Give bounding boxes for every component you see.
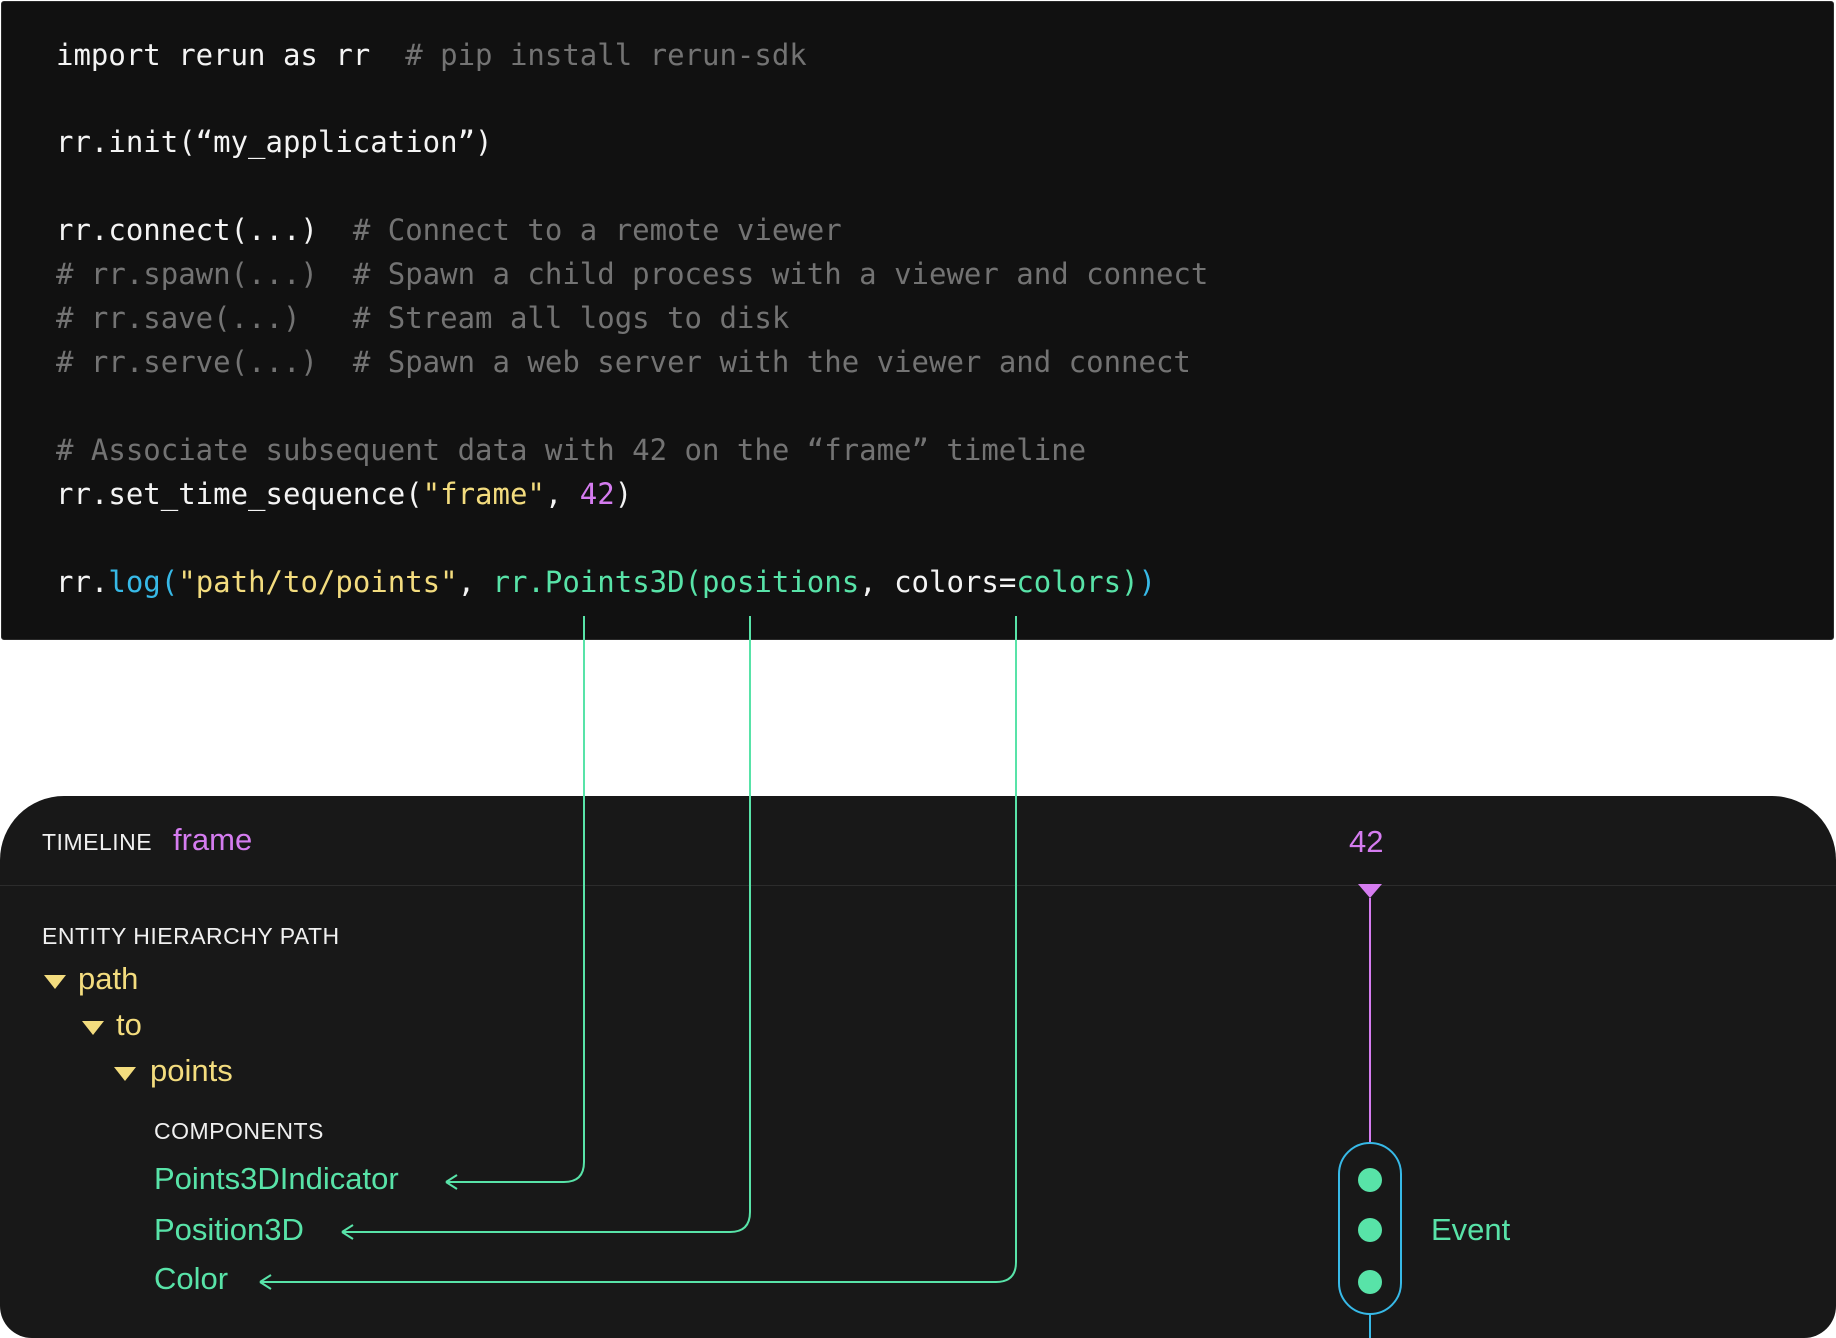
code-comment-save: # Stream all logs to disk xyxy=(352,301,790,335)
code-line-import: import rerun as rr # pip install rerun-s… xyxy=(56,38,807,72)
code-line-spawn: # rr.spawn(...) # Spawn a child process … xyxy=(56,257,1208,291)
code-log-colors-val: colors xyxy=(1016,565,1122,599)
code-log-close1: ) xyxy=(1121,565,1139,599)
timeline-cursor-marker-icon[interactable] xyxy=(1358,884,1382,898)
tree-item-points[interactable]: points xyxy=(150,1053,233,1088)
timeline-name[interactable]: frame xyxy=(173,822,253,857)
components-header: COMPONENTS xyxy=(154,1118,324,1144)
arrow-left-icon xyxy=(341,1224,354,1240)
timeline-label: TIMELINE xyxy=(42,829,153,855)
code-panel: import rerun as rr # pip install rerun-s… xyxy=(1,1,1834,640)
code-line-init: rr.init(“my_application”) xyxy=(56,125,493,159)
arrow-left-icon xyxy=(445,1174,458,1190)
code-serve: # rr.serve(...) xyxy=(56,345,318,379)
connector-color xyxy=(260,616,1017,1283)
timeline-divider xyxy=(0,885,1836,886)
code-line-connect: rr.connect(...) # Connect to a remote vi… xyxy=(56,213,842,247)
code-import: import rerun as rr xyxy=(56,38,371,72)
event-dot xyxy=(1358,1270,1382,1294)
tree-item-path[interactable]: path xyxy=(78,961,139,996)
code-save: # rr.save(...) xyxy=(56,301,301,335)
code-set-time-fn: rr.set_time_sequence( xyxy=(56,477,423,511)
code-set-time-num: 42 xyxy=(579,477,615,511)
code-log-positions: positions xyxy=(702,565,860,599)
event-label: Event xyxy=(1431,1212,1511,1247)
event-dot xyxy=(1358,1218,1382,1242)
expand-triangle-icon[interactable] xyxy=(44,975,66,989)
event-capsule[interactable] xyxy=(1338,1142,1402,1315)
connector-position3d xyxy=(342,616,751,1233)
code-log-sep1: , xyxy=(457,565,493,599)
code-log-prefix: rr. xyxy=(56,565,109,599)
code-set-time-str: "frame" xyxy=(422,477,545,511)
code-line-log: rr.log("path/to/points", rr.Points3D(pos… xyxy=(56,565,1156,599)
entity-hierarchy-header: ENTITY HIERARCHY PATH xyxy=(42,923,340,949)
code-log-path: "path/to/points" xyxy=(178,565,458,599)
code-line-save: # rr.save(...) # Stream all logs to disk xyxy=(56,301,789,335)
timeline-marker-value: 42 xyxy=(1349,824,1384,859)
connector-points3d-indicator xyxy=(446,616,585,1183)
timeline-panel xyxy=(0,796,1836,1338)
code-comment-connect: # Connect to a remote viewer xyxy=(352,213,842,247)
code-connect: rr.connect(...) xyxy=(56,213,318,247)
code-line-set-time: rr.set_time_sequence("frame", 42) xyxy=(56,477,632,511)
code-set-time-sep: , xyxy=(544,477,580,511)
code-comment-serve: # Spawn a web server with the viewer and… xyxy=(352,345,1191,379)
code-line-serve: # rr.serve(...) # Spawn a web server wit… xyxy=(56,345,1191,379)
code-comment-install: # pip install rerun-sdk xyxy=(405,38,807,72)
component-color[interactable]: Color xyxy=(154,1261,229,1296)
code-spawn: # rr.spawn(...) xyxy=(56,257,318,291)
component-position3d[interactable]: Position3D xyxy=(154,1212,304,1247)
code-comment-spawn: # Spawn a child process with a viewer an… xyxy=(352,257,1209,291)
arrow-left-icon xyxy=(259,1274,272,1290)
code-log-sep2: , xyxy=(859,565,895,599)
code-line-associate: # Associate subsequent data with 42 on t… xyxy=(56,433,1087,467)
component-points3d-indicator[interactable]: Points3DIndicator xyxy=(154,1161,399,1196)
expand-triangle-icon[interactable] xyxy=(82,1021,104,1035)
code-log-close2: ) xyxy=(1138,565,1157,599)
event-dot xyxy=(1358,1168,1382,1192)
code-log-colors-kw: colors= xyxy=(894,565,1017,599)
expand-triangle-icon[interactable] xyxy=(114,1067,136,1081)
tree-item-to[interactable]: to xyxy=(116,1007,142,1042)
code-log-fn: log( xyxy=(108,565,179,599)
code-set-time-close: ) xyxy=(614,477,633,511)
code-log-archetype: rr.Points3D( xyxy=(492,565,703,599)
